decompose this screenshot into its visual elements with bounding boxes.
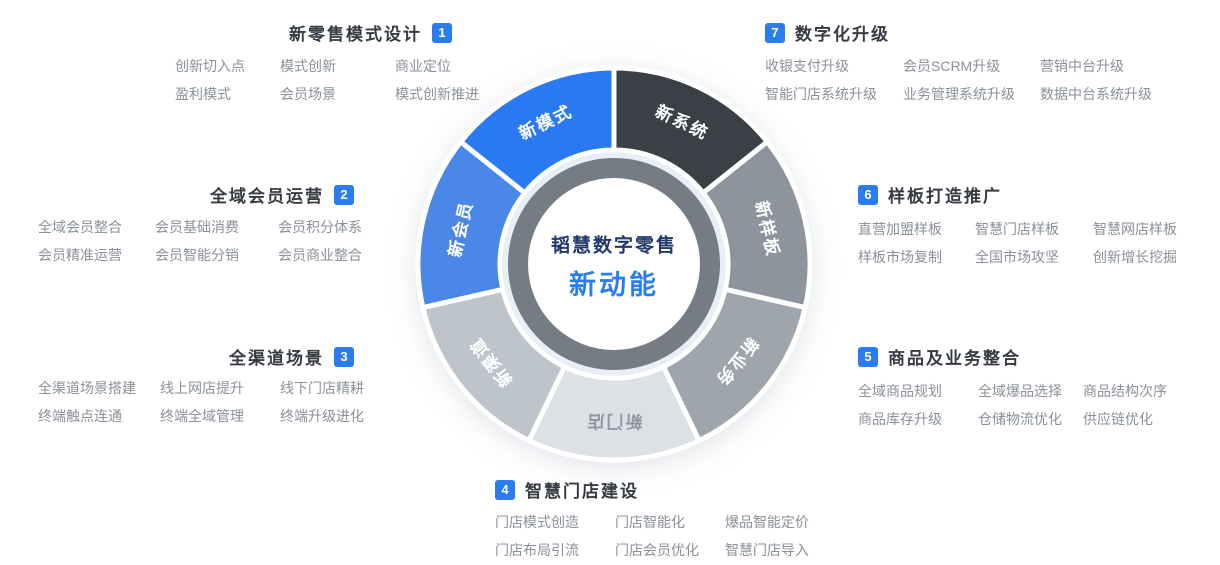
center-ring: [508, 158, 720, 370]
group-item: 盈利模式: [175, 86, 231, 102]
group-1-items: 创新切入点 模式创新 商业定位 盈利模式 会员场景 模式创新推进: [175, 56, 479, 104]
group-item: 会员场景: [280, 86, 336, 102]
group-3-badge: 3: [334, 346, 354, 367]
group-item: 线上网店提升: [160, 380, 244, 396]
group-item: 收银支付升级: [765, 58, 849, 74]
group-item: 终端升级进化: [280, 408, 364, 424]
group-item: 会员精准运营: [38, 247, 122, 263]
group-4-items: 门店模式创造 门店智能化 爆品智能定价 门店布局引流 门店会员优化 智慧门店导入: [495, 512, 809, 560]
group-item: 仓储物流优化: [978, 411, 1062, 427]
group-2-header: 全域会员运营 2: [210, 182, 354, 207]
group-item: 门店会员优化: [615, 542, 699, 558]
group-2-title: 全域会员运营: [210, 187, 324, 206]
group-3-items: 全渠道场景搭建 线上网店提升 线下门店精耕 终端触点连通 终端全域管理 终端升级…: [38, 378, 364, 426]
group-item: 数据中台系统升级: [1040, 86, 1152, 102]
wheel-diagram: 新系统新样板新业务新门店新渠道新会员新模式韬慧数字零售新动能: [414, 64, 814, 464]
group-item: 智慧门店样板: [975, 221, 1059, 237]
group-6-items: 直营加盟样板 智慧门店样板 智慧网店样板 样板市场复制 全国市场攻坚 创新增长挖…: [858, 219, 1177, 267]
group-item: 全国市场攻坚: [975, 249, 1059, 265]
group-2-badge: 2: [334, 184, 354, 205]
group-item: 智慧网店样板: [1093, 221, 1177, 237]
group-item: 门店智能化: [615, 514, 685, 530]
group-7-header: 7 数字化升级: [765, 20, 890, 45]
group-4-title: 智慧门店建设: [525, 482, 639, 501]
wheel-segment-7: [458, 65, 617, 196]
group-item: 门店布局引流: [495, 542, 579, 558]
group-7-title: 数字化升级: [795, 25, 890, 44]
group-1-badge: 1: [432, 22, 452, 43]
group-item: 创新增长挖掘: [1093, 249, 1177, 265]
group-3-title: 全渠道场景: [229, 349, 324, 368]
group-item: 全域商品规划: [858, 383, 942, 399]
group-item: 全域会员整合: [38, 219, 122, 235]
group-item: 模式创新: [280, 58, 336, 74]
group-6-title: 样板打造推广: [888, 187, 1002, 206]
group-7-items: 收银支付升级 会员SCRM升级 营销中台升级 智能门店系统升级 业务管理系统升级…: [765, 56, 1152, 104]
group-item: 会员积分体系: [278, 219, 362, 235]
group-item: 会员基础消费: [155, 219, 239, 235]
group-item: 全域爆品选择: [978, 383, 1062, 399]
group-item: 供应链优化: [1083, 411, 1153, 427]
group-5-badge: 5: [858, 346, 878, 367]
group-7-badge: 7: [765, 22, 785, 43]
wheel-segment-label: 新门店: [586, 412, 643, 432]
group-6-header: 6 样板打造推广: [858, 182, 1002, 207]
group-item: 业务管理系统升级: [903, 86, 1015, 102]
group-item: 营销中台升级: [1040, 58, 1124, 74]
group-2-items: 全域会员整合 会员基础消费 会员积分体系 会员精准运营 会员智能分销 会员商业整…: [38, 217, 362, 265]
group-item: 线下门店精耕: [280, 380, 364, 396]
group-1-header: 新零售模式设计 1: [289, 20, 452, 45]
group-item: 会员智能分销: [155, 247, 239, 263]
group-4-badge: 4: [495, 479, 515, 500]
group-3-header: 全渠道场景 3: [229, 344, 354, 369]
group-item: 商业定位: [395, 58, 451, 74]
group-item: 模式创新推进: [395, 86, 479, 102]
group-item: 商品结构次序: [1083, 383, 1167, 399]
center-subtitle: 新动能: [569, 269, 659, 300]
group-4-header: 4 智慧门店建设: [495, 477, 639, 502]
group-item: 爆品智能定价: [725, 514, 809, 530]
group-item: 商品库存升级: [858, 411, 942, 427]
group-item: 创新切入点: [175, 58, 245, 74]
group-6-badge: 6: [858, 184, 878, 205]
group-item: 直营加盟样板: [858, 221, 942, 237]
group-item: 样板市场复制: [858, 249, 942, 265]
center-title: 韬慧数字零售: [551, 234, 677, 257]
group-item: 门店模式创造: [495, 514, 579, 530]
group-item: 会员商业整合: [278, 247, 362, 263]
group-item: 终端触点连通: [38, 408, 122, 424]
group-5-header: 5 商品及业务整合: [858, 344, 1021, 369]
group-item: 终端全域管理: [160, 408, 244, 424]
group-5-title: 商品及业务整合: [888, 349, 1021, 368]
group-5-items: 全域商品规划 全域爆品选择 商品结构次序 商品库存升级 仓储物流优化 供应链优化: [858, 381, 1167, 429]
group-item: 全渠道场景搭建: [38, 380, 136, 396]
group-item: 智慧门店导入: [725, 542, 809, 558]
group-1-title: 新零售模式设计: [289, 25, 422, 44]
group-item: 会员SCRM升级: [903, 58, 1001, 74]
group-item: 智能门店系统升级: [765, 86, 877, 102]
